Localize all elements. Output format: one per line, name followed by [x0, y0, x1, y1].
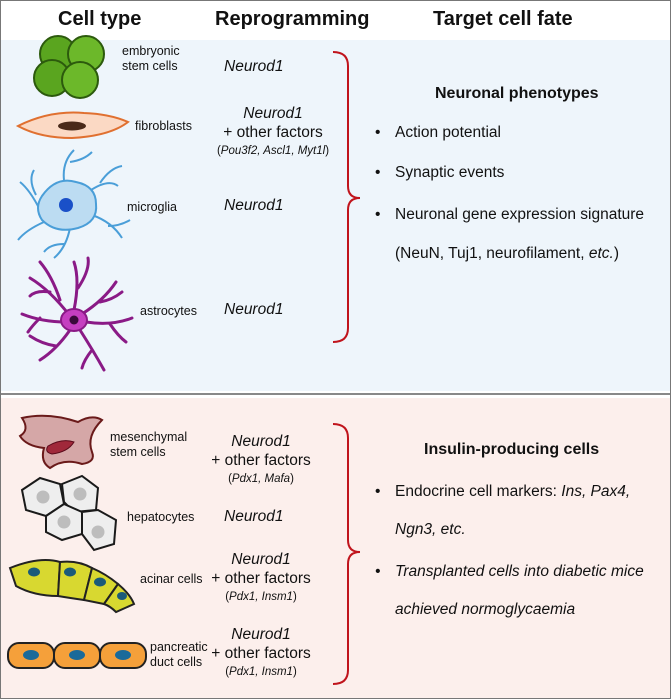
astrocyte-icon: [20, 256, 134, 372]
neuronal-markers: (NeuN, Tuj1, neurofilament, etc.): [395, 245, 619, 262]
label-microglia: microglia: [127, 200, 178, 214]
factor-hepatocytes: Neurod1: [224, 508, 284, 525]
insulin-bullet-endocrine-cont: Ngn3, etc.: [395, 521, 466, 538]
microglia-icon: [17, 149, 131, 259]
factor-acinar: Neurod1 + other factors (Pdx1, Insm1): [211, 551, 311, 603]
mesenchymal-stem-cell-icon: [18, 414, 104, 470]
label-embryonic-stem-cells: embryonic stem cells: [122, 44, 180, 73]
fibroblast-icon: [15, 111, 130, 140]
factor-microglia: Neurod1: [224, 197, 284, 214]
insulin-bullet-transplant: Transplanted cells into diabetic mice: [375, 563, 644, 581]
neuronal-bullet: Synaptic events: [375, 164, 505, 182]
acinar-cell-icon: [8, 559, 136, 614]
neuronal-bracket: [332, 51, 361, 343]
label-astrocytes: astrocytes: [140, 304, 197, 318]
header-reprogramming: Reprogramming: [215, 8, 370, 30]
neuronal-fate-title: Neuronal phenotypes: [435, 85, 599, 102]
factor-mesenchymal: Neurod1 + other factors (Pdx1, Mafa): [211, 433, 311, 485]
label-acinar-cells: acinar cells: [140, 572, 203, 586]
insulin-bracket: [332, 423, 361, 685]
label-hepatocytes: hepatocytes: [127, 510, 195, 524]
label-pancreatic-duct-cells: pancreatic duct cells: [150, 640, 208, 669]
label-mesenchymal-stem-cells: mesenchymal stem cells: [110, 430, 188, 459]
neuronal-bullet: Action potential: [375, 124, 501, 142]
pancreatic-duct-cell-icon: [7, 642, 147, 669]
embryonic-stem-cell-icon: [33, 35, 105, 99]
insulin-bullet-transplant-cont: achieved normoglycaemia: [395, 601, 576, 618]
insulin-bullet-endocrine: Endocrine cell markers: Ins, Pax4,: [375, 483, 630, 501]
factor-pancreatic-duct: Neurod1 + other factors (Pdx1, Insm1): [211, 626, 311, 678]
header-target-cell-fate: Target cell fate: [433, 8, 573, 30]
insulin-fate-title: Insulin-producing cells: [424, 441, 600, 458]
hepatocyte-icon: [20, 474, 118, 552]
factor-embryonic: Neurod1: [224, 58, 284, 75]
factor-astrocytes: Neurod1: [224, 301, 284, 318]
header-cell-type: Cell type: [58, 8, 142, 30]
neuronal-bullet: Neuronal gene expression signature: [375, 206, 644, 224]
label-fibroblasts: fibroblasts: [135, 119, 192, 133]
factor-fibroblasts: Neurod1 + other factors (Pou3f2, Ascl1, …: [216, 105, 330, 157]
panel-divider: [0, 393, 671, 395]
